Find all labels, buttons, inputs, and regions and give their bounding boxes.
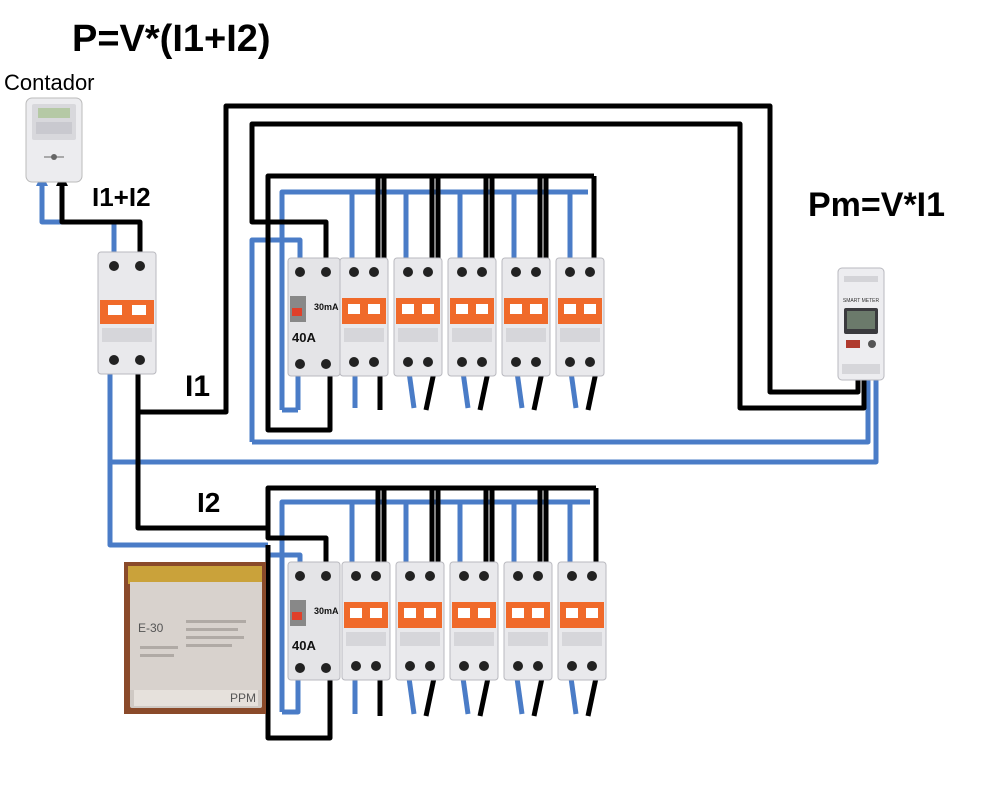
top-breaker-4 (501, 257, 551, 377)
icp-model: E-30 (138, 621, 164, 635)
bottom-breaker-2 (395, 561, 445, 681)
formula-measured-power: Pm=V*I1 (808, 186, 946, 224)
bottom-rcd: 30mA 40A (287, 561, 341, 681)
icp-footer: PPM (230, 691, 256, 705)
top-rcd: 30mA 40A (287, 257, 341, 377)
bottom-rcd-sensitivity: 30mA (314, 606, 339, 616)
contador-label: Contador (4, 70, 95, 95)
bottom-breaker-3 (449, 561, 499, 681)
smart-meter-label: SMART METER (843, 298, 880, 304)
current-i2-label: I2 (197, 487, 221, 518)
top-breaker-5 (555, 257, 605, 377)
top-breaker-1 (339, 257, 389, 377)
bottom-breaker-5 (557, 561, 607, 681)
icp-device: E-30 PPM (124, 562, 266, 714)
bottom-breaker-4 (503, 561, 553, 681)
current-i1-label: I1 (185, 370, 211, 403)
neutral-wires (39, 182, 879, 715)
main-breaker (97, 251, 157, 375)
smart-meter: SMART METER (837, 267, 885, 381)
top-breaker-3 (447, 257, 497, 377)
bottom-rcd-rating: 40A (292, 638, 316, 653)
top-rcd-rating: 40A (292, 330, 316, 345)
contador-meter (25, 97, 83, 183)
formula-total-power: P=V*(I1+I2) (72, 18, 271, 60)
top-rcd-sensitivity: 30mA (314, 302, 339, 312)
current-sum-label: I1+I2 (92, 182, 151, 212)
bottom-breaker-1 (341, 561, 391, 681)
top-breaker-2 (393, 257, 443, 377)
live-wires (59, 103, 867, 741)
